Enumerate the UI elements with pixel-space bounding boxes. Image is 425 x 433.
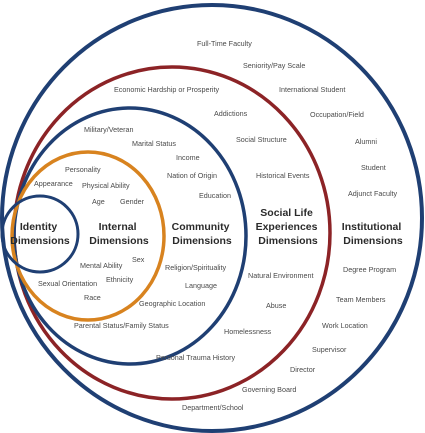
- social-item: Abuse: [266, 301, 286, 310]
- community-item: Religion/Spirituality: [165, 263, 227, 272]
- internal-item: Personality: [65, 165, 101, 174]
- community-ring: [12, 106, 248, 366]
- institutional-item: Full-Time Faculty: [197, 39, 252, 48]
- identity-heading: Identity Dimensions: [10, 221, 70, 247]
- social-item: Historical Events: [256, 171, 310, 180]
- internal-item: Age: [92, 197, 105, 206]
- social-item: Addictions: [214, 109, 248, 118]
- internal-item: Physical Ability: [82, 181, 130, 190]
- internal-heading: Internal Dimensions: [89, 221, 149, 247]
- internal-item: Gender: [120, 197, 145, 206]
- institutional-item: Student: [361, 163, 386, 172]
- internal-ring: [10, 150, 166, 322]
- internal-item: Appearance: [34, 179, 73, 188]
- community-item: Language: [185, 281, 217, 290]
- institutional-item: Governing Board: [242, 385, 296, 394]
- community-item: Parental Status/Family Status: [74, 321, 169, 330]
- social-heading: Social Life Experiences Dimensions: [256, 207, 321, 247]
- internal-item: Sex: [132, 255, 145, 264]
- institutional-item: Work Location: [322, 321, 368, 330]
- community-item: Income: [176, 153, 200, 162]
- institutional-item: Team Members: [336, 295, 386, 304]
- institutional-heading: Institutional Dimensions: [342, 221, 404, 247]
- community-heading: Community Dimensions: [172, 221, 233, 247]
- social-item: Homelessness: [224, 327, 272, 336]
- social-item: Social Structure: [236, 135, 287, 144]
- institutional-ring: [0, 3, 424, 433]
- internal-item: Race: [84, 293, 101, 302]
- institutional-item: International Student: [279, 85, 345, 94]
- institutional-item: Seniority/Pay Scale: [243, 61, 305, 70]
- institutional-item: Adjunct Faculty: [348, 189, 398, 198]
- community-item: Marital Status: [132, 139, 176, 148]
- social-item: Personal Trauma History: [156, 353, 235, 362]
- institutional-item: Supervisor: [312, 345, 347, 354]
- institutional-item: Occupation/Field: [310, 110, 364, 119]
- identity-ring: [0, 194, 80, 274]
- social-item: Natural Environment: [248, 271, 314, 280]
- community-item: Military/Veteran: [84, 125, 134, 134]
- community-item: Geographic Location: [139, 299, 205, 308]
- institutional-item: Department/School: [182, 403, 244, 412]
- institutional-item: Alumni: [355, 137, 377, 146]
- community-item: Education: [199, 191, 231, 200]
- institutional-item: Director: [290, 365, 316, 374]
- social-item: Economic Hardship or Prosperity: [114, 85, 219, 94]
- internal-item: Sexual Orientation: [38, 279, 97, 288]
- internal-item: Mental Ability: [80, 261, 123, 270]
- internal-item: Ethnicity: [106, 275, 134, 284]
- institutional-item: Degree Program: [343, 265, 396, 274]
- community-item: Nation of Origin: [167, 171, 217, 180]
